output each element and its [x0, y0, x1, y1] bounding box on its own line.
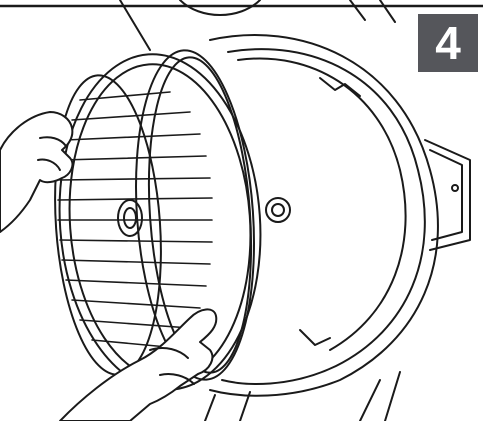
blower-wheel-icon: [54, 49, 262, 391]
hands-icon: [0, 111, 218, 421]
step-number-badge: 4: [418, 14, 478, 72]
motor-housing-icon: [204, 34, 471, 421]
top-frame-lines: [0, 0, 483, 51]
